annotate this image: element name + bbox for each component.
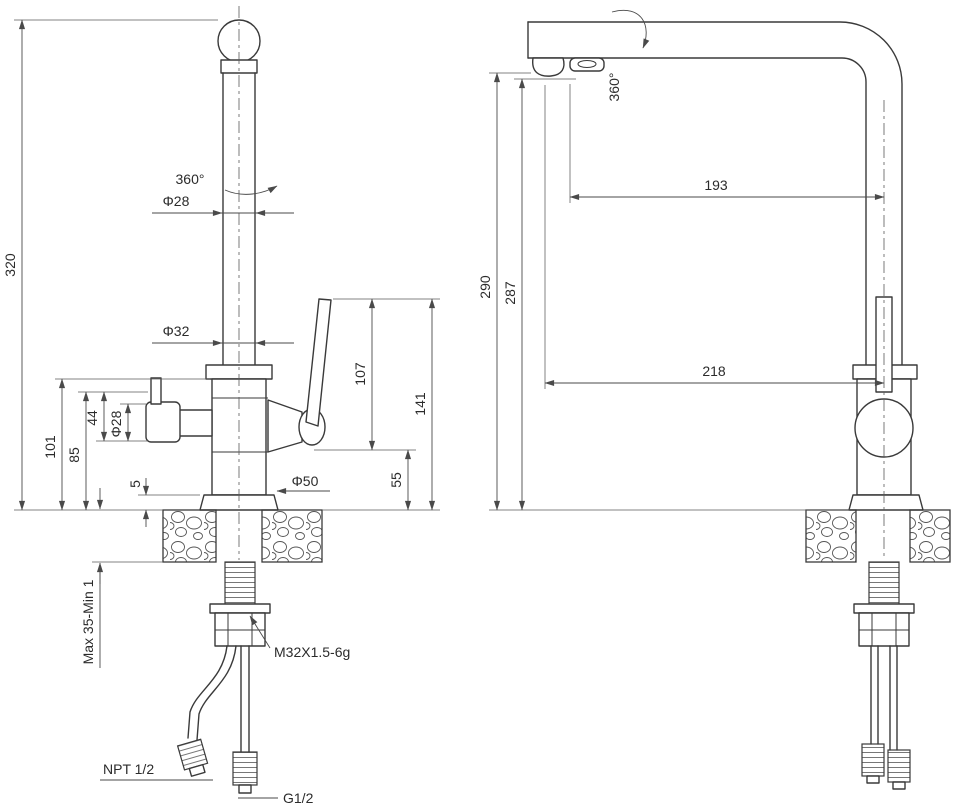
front-left-handle xyxy=(145,377,213,443)
shank-thread-label: M32X1.5-6g xyxy=(274,644,350,660)
left-handle-knob xyxy=(145,401,181,443)
dim-85-label: 85 xyxy=(66,447,82,463)
front-deck xyxy=(162,509,323,563)
threaded-shank xyxy=(224,561,256,605)
side-base-flange xyxy=(848,494,924,511)
front-under-counter xyxy=(176,561,271,794)
front-view: 320 101 85 44 Φ28 5 Max 35-Min 1 xyxy=(2,6,440,806)
dim-55-label: 55 xyxy=(388,472,404,488)
side-fitting-right-tip xyxy=(892,781,906,790)
dim-320-label: 320 xyxy=(2,253,18,277)
side-spout xyxy=(527,21,903,366)
side-rotation-label: 360° xyxy=(606,73,622,102)
dim-handle-diameter-label: Φ28 xyxy=(108,410,124,437)
side-view: 360° 193 218 290 287 xyxy=(477,9,951,790)
side-body xyxy=(848,296,924,511)
front-rotation-arrow xyxy=(224,185,278,195)
side-under-counter xyxy=(853,561,915,790)
dim-5-label: 5 xyxy=(127,480,143,488)
inlet-thread-label: NPT 1/2 xyxy=(103,761,154,777)
left-handle-lever xyxy=(150,377,162,405)
dim-193-label: 193 xyxy=(704,177,728,193)
side-dimensions: 360° 193 218 290 287 xyxy=(477,9,885,511)
right-handle-lever xyxy=(305,298,332,427)
deck-right-block xyxy=(261,509,323,563)
outlet-thread-label: G1/2 xyxy=(283,790,314,806)
dim-44-label: 44 xyxy=(84,410,100,426)
aerator-slot xyxy=(577,60,597,68)
washer xyxy=(209,603,271,614)
side-fitting-right xyxy=(887,749,911,783)
dim-column-diameter-label: Φ32 xyxy=(163,323,190,339)
dim-287-label: 287 xyxy=(502,281,518,305)
outlet-hose-fitting xyxy=(232,751,258,786)
side-hoses xyxy=(861,645,911,790)
dim-290-label: 290 xyxy=(477,275,493,299)
front-rotation-label: 360° xyxy=(176,171,205,187)
side-fitting-left-tip xyxy=(866,775,880,784)
outlet-hose xyxy=(232,645,258,794)
side-threaded-shank xyxy=(868,561,900,605)
side-deck xyxy=(805,509,951,563)
spout-outlet-bump xyxy=(532,57,565,77)
right-handle-cone xyxy=(267,399,303,453)
dim-counter-thickness-label: Max 35-Min 1 xyxy=(80,579,96,664)
side-rotation-arrow xyxy=(611,9,650,49)
outlet-hose-tip xyxy=(238,784,252,794)
front-right-handle xyxy=(267,298,332,453)
inlet-hose xyxy=(176,645,237,777)
dim-141-label: 141 xyxy=(412,392,428,416)
dim-spout-diameter-label: Φ28 xyxy=(163,193,190,209)
dim-218-label: 218 xyxy=(702,363,726,379)
side-deck-right-block xyxy=(909,509,951,563)
side-deck-left-block xyxy=(805,509,857,563)
dim-101-label: 101 xyxy=(42,435,58,459)
deck-left-block xyxy=(162,509,217,563)
side-washer xyxy=(853,603,915,614)
front-dimensions: 320 101 85 44 Φ28 5 Max 35-Min 1 xyxy=(2,19,440,806)
left-handle-neck xyxy=(177,409,213,437)
dim-107-label: 107 xyxy=(352,362,368,386)
dim-base-diameter-label: Φ50 xyxy=(292,473,319,489)
side-fitting-left xyxy=(861,743,885,777)
aerator-side xyxy=(569,57,605,72)
inlet-hose-fitting xyxy=(176,738,209,777)
